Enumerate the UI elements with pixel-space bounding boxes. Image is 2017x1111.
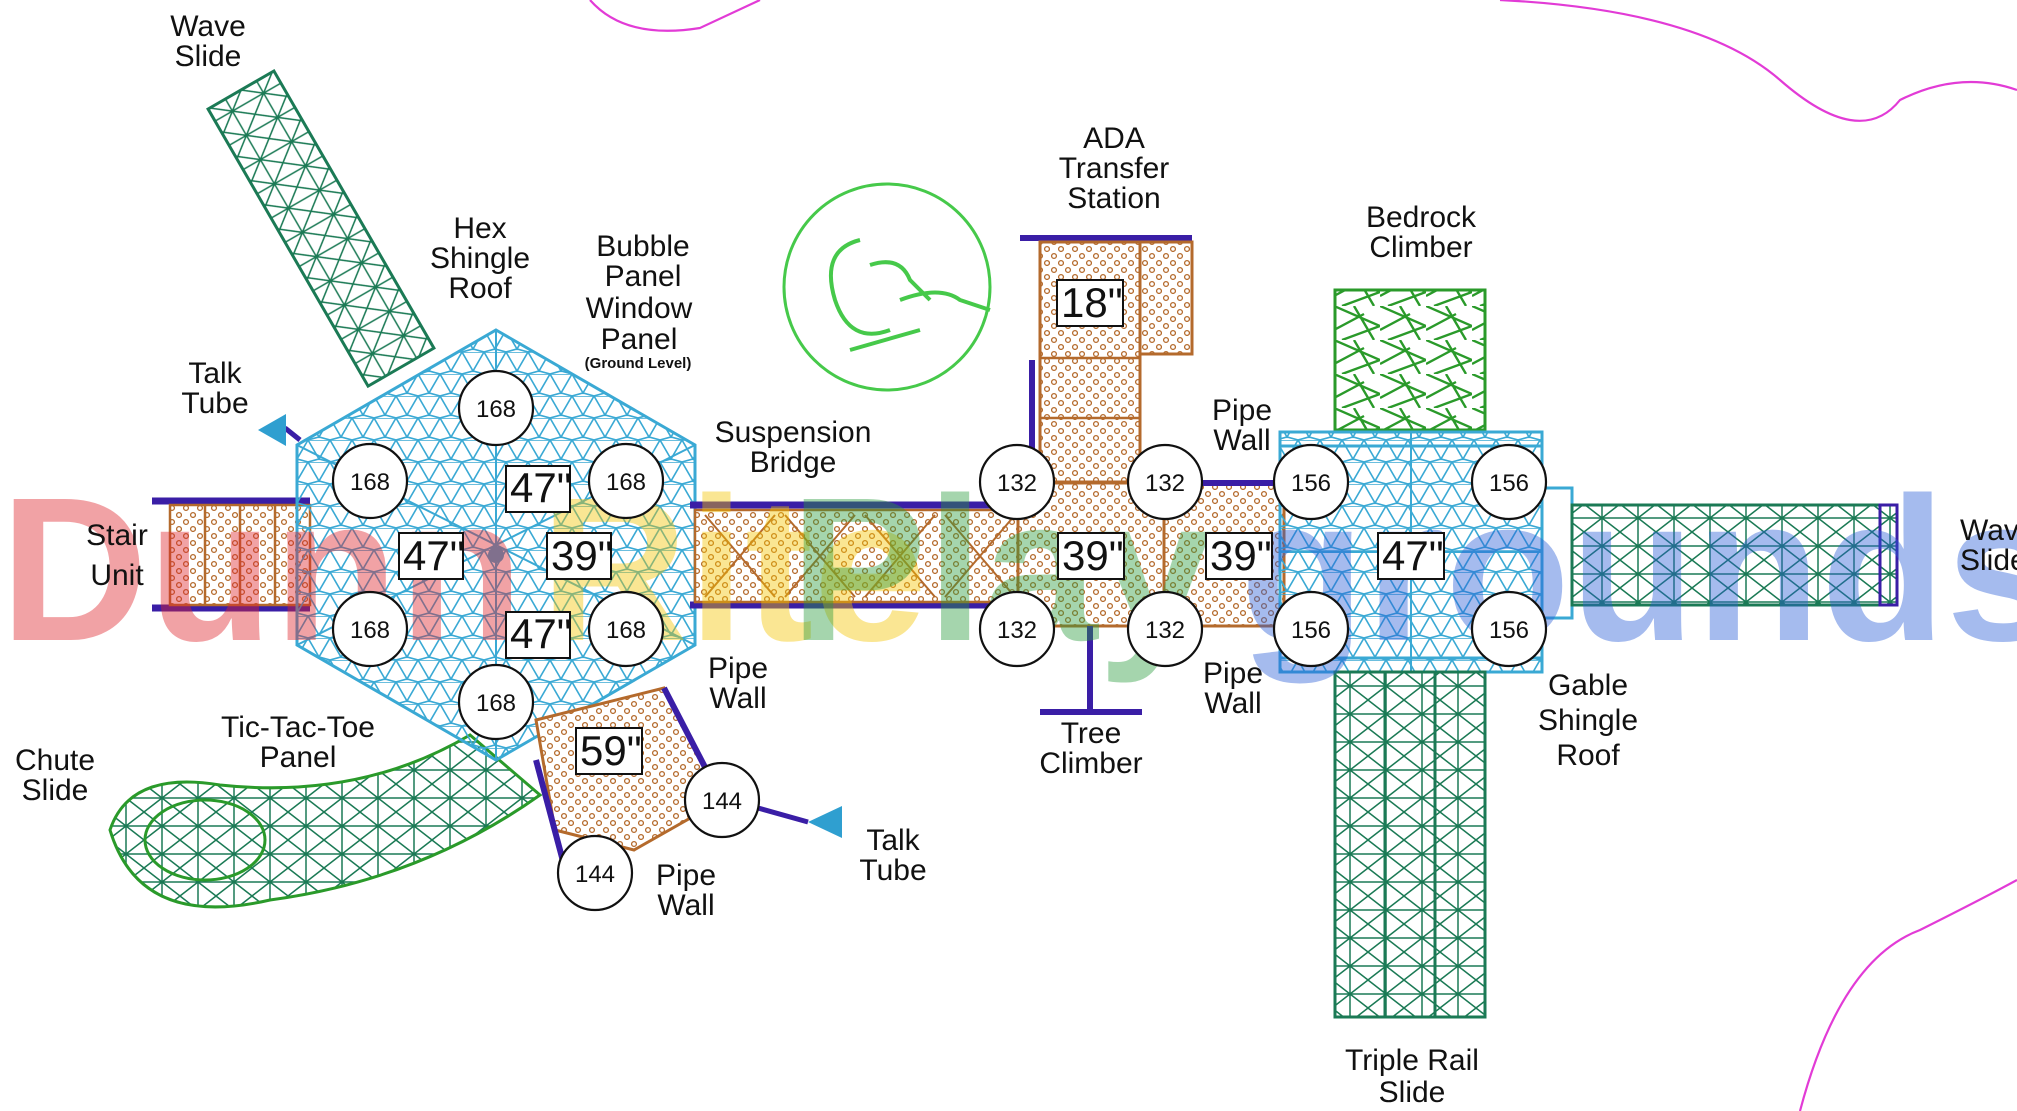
label-ada-3: Station (1067, 182, 1160, 215)
post-132-tr: 132 (1145, 470, 1185, 497)
label-tic-tac-toe-2: Panel (260, 741, 337, 774)
post-156-tl: 156 (1291, 470, 1331, 497)
label-talk-tube-bottom-1: Talk (866, 824, 920, 857)
label-tree-climber-1: Tree (1061, 717, 1122, 750)
post-hex-top: 168 (476, 396, 516, 423)
talk-tube-bottom (757, 805, 842, 838)
post-132-bl: 132 (997, 617, 1037, 644)
label-stair-1: Stair (86, 519, 148, 552)
label-suspension-2: Bridge (750, 446, 837, 479)
label-pipe-wall-hex-2: Wall (709, 682, 766, 715)
ada-symbol (782, 182, 992, 392)
label-ada-2: Transfer (1059, 152, 1170, 185)
wave-slide-top (206, 68, 436, 389)
suspension-bridge (690, 501, 1022, 609)
label-wave-slide-right-2: Slide (1960, 544, 2017, 577)
label-talk-tube-top-2: Tube (181, 387, 248, 420)
post-hex-ur: 168 (606, 469, 646, 496)
post-132-br: 132 (1145, 617, 1185, 644)
label-suspension-1: Suspension (715, 416, 872, 449)
label-talk-tube-top-1: Talk (188, 357, 242, 390)
label-bedrock-2: Climber (1369, 231, 1472, 264)
label-pipe-wall-top-1: Pipe (1212, 394, 1272, 427)
label-talk-tube-bottom-2: Tube (859, 854, 926, 887)
talk-tube-top (258, 414, 302, 446)
deck-height-mid-a: 39" (1062, 532, 1124, 579)
post-hex-bottom: 168 (476, 690, 516, 717)
label-gable-1: Gable (1548, 669, 1628, 702)
label-hex-roof-1: Hex (453, 212, 506, 245)
posts: 168 168 168 168 168 168 144 144 132 132 … (331, 369, 1548, 912)
deck-height-big: 47" (1382, 532, 1444, 579)
label-gable-2: Shingle (1538, 704, 1638, 737)
post-156-br: 156 (1489, 617, 1529, 644)
callout-labels: Wave Slide Hex Shingle Roof Bubble Panel… (15, 10, 2017, 1109)
post-hex-ul: 168 (350, 469, 390, 496)
watermark-part-4: grounds (1240, 455, 2017, 684)
deck-height-tags: 47" 47" 39" 47" 59" 18" 39" 39" 47" (398, 279, 1445, 775)
bedrock-climber (1333, 288, 1487, 432)
label-ada-1: ADA (1083, 122, 1145, 155)
label-pipe-wall-hex-1: Pipe (708, 652, 768, 685)
post-hex-lr: 168 (606, 617, 646, 644)
label-chute-1: Chute (15, 744, 95, 777)
label-pipe-wall-top-2: Wall (1213, 424, 1270, 457)
triple-rail-slide (1333, 670, 1487, 1019)
post-hex-ll: 168 (350, 617, 390, 644)
label-bubble-1: Bubble (596, 230, 689, 263)
label-ground-level: (Ground Level) (585, 355, 692, 372)
chute-slide (108, 733, 543, 909)
label-hex-roof-2: Shingle (430, 242, 530, 275)
post-144-left: 144 (575, 861, 615, 888)
tree-climber (1040, 626, 1142, 715)
label-tree-climber-2: Climber (1039, 747, 1142, 780)
label-wave-slide-right-1: Wave (1960, 514, 2017, 547)
deck-height-mid-b: 39" (1210, 532, 1272, 579)
deck-height-pent: 59" (580, 727, 642, 774)
boundary-line-bottom-right (1798, 879, 2017, 1111)
label-hex-roof-3: Roof (448, 272, 512, 305)
label-triple-rail-1: Triple Rail (1345, 1044, 1479, 1077)
post-132-tl: 132 (997, 470, 1037, 497)
label-bubble-3: Window (586, 292, 693, 325)
boundary-line-right (1499, 0, 2017, 122)
post-156-tr: 156 (1489, 470, 1529, 497)
stair-unit (152, 497, 312, 612)
deck-height-ada: 18" (1061, 279, 1123, 326)
label-bedrock-1: Bedrock (1366, 201, 1477, 234)
label-wave-slide-top-1: Wave (170, 10, 246, 43)
deck-height-hex-down: 47" (510, 610, 572, 657)
deck-height-hex-up: 47" (510, 464, 572, 511)
post-144-right: 144 (702, 788, 742, 815)
label-pipe-wall-mid-2: Wall (1204, 687, 1261, 720)
label-pipe-wall-bottom-1: Pipe (656, 859, 716, 892)
boundary-line-top (589, 0, 761, 32)
label-triple-rail-2: Slide (1379, 1076, 1446, 1109)
label-pipe-wall-bottom-2: Wall (657, 889, 714, 922)
label-stair-2: Unit (90, 559, 144, 592)
label-tic-tac-toe-1: Tic-Tac-Toe (221, 711, 375, 744)
post-156-bl: 156 (1291, 617, 1331, 644)
label-pipe-wall-mid-1: Pipe (1203, 657, 1263, 690)
label-wave-slide-top-2: Slide (175, 40, 242, 73)
label-bubble-4: Panel (601, 323, 678, 356)
label-gable-3: Roof (1556, 739, 1620, 772)
deck-height-hex-left: 47" (403, 532, 465, 579)
wave-slide-right (1570, 503, 1899, 607)
label-bubble-2: Panel (605, 260, 682, 293)
label-chute-2: Slide (22, 774, 89, 807)
deck-height-hex-right: 39" (551, 532, 613, 579)
